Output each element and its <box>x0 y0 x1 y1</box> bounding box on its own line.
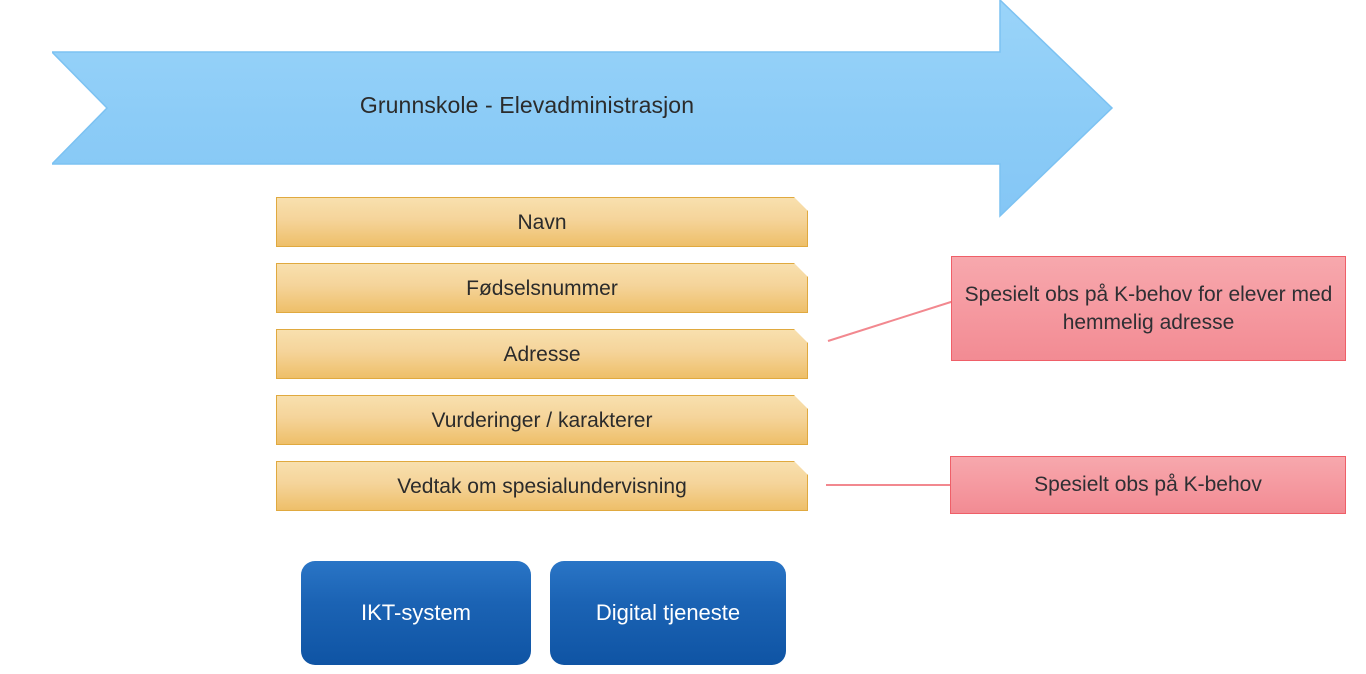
attribute-box-adresse[interactable]: Adresse <box>276 329 808 379</box>
attribute-box-fodselsnummer[interactable]: Fødselsnummer <box>276 263 808 313</box>
connector-line-adresse-svg <box>827 300 955 342</box>
note-text: Spesielt obs på K-behov for elever med h… <box>964 282 1333 334</box>
arrow-shape <box>52 0 1114 218</box>
attribute-box-vurderinger-karakterer[interactable]: Vurderinger / karakterer <box>276 395 808 445</box>
attribute-box-vedtak-om-spesialundervisning[interactable]: Vedtak om spesialundervisning <box>276 461 808 511</box>
attribute-label: Fødselsnummer <box>466 276 618 300</box>
legend-label: IKT-system <box>360 600 471 625</box>
attribute-label: Vedtak om spesialundervisning <box>397 474 687 498</box>
legend-label: Digital tjeneste <box>595 600 741 625</box>
attribute-label: Adresse <box>503 342 581 366</box>
connector-line-vedtak-svg <box>826 484 954 486</box>
legend-button-digital-tjeneste[interactable]: Digital tjeneste <box>550 561 786 665</box>
process-arrow-banner: Grunnskole - Elevadministrasjon <box>52 0 1114 218</box>
note-box-k-behov[interactable]: Spesielt obs på K-behov <box>950 456 1346 514</box>
legend-button-ikt-system[interactable]: IKT-system <box>301 561 531 665</box>
note-text: Spesielt obs på K-behov <box>1034 473 1262 497</box>
note-box-hemmelig-adresse[interactable]: Spesielt obs på K-behov for elever med h… <box>951 256 1346 361</box>
connector-line-adresse <box>826 296 956 346</box>
connector-line-vedtak <box>826 482 954 488</box>
banner-title: Grunnskole - Elevadministrasjon <box>359 92 695 118</box>
attribute-label: Vurderinger / karakterer <box>431 408 653 432</box>
attribute-label: Navn <box>517 210 567 234</box>
attribute-box-navn[interactable]: Navn <box>276 197 808 247</box>
